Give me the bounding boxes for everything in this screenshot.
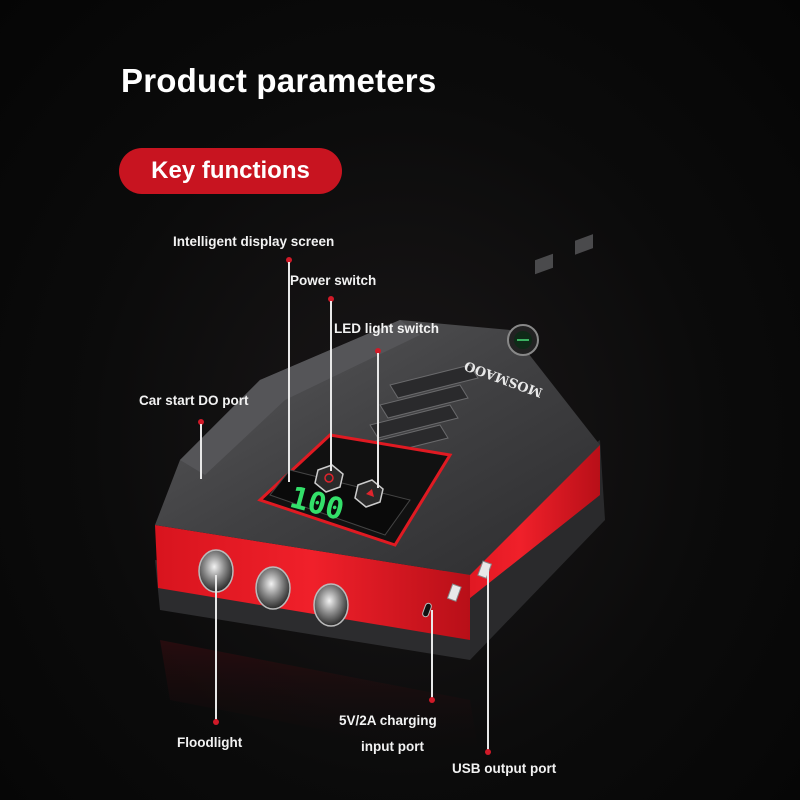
- callout-dot: [485, 749, 491, 755]
- callout-usb-output-port: USB output port: [452, 761, 557, 776]
- callout-line: [215, 575, 217, 720]
- callout-line: [377, 353, 379, 488]
- callout-dot: [328, 296, 334, 302]
- callout-line: [330, 301, 332, 471]
- callout-led-light-switch: LED light switch: [334, 321, 440, 336]
- callout-charging-input-line2: input port: [361, 739, 424, 754]
- callout-dot: [429, 697, 435, 703]
- key-functions-badge: Key functions: [119, 148, 342, 194]
- callout-line: [487, 570, 489, 750]
- callout-line: [431, 610, 433, 698]
- callout-dot: [286, 257, 292, 263]
- callout-power-switch: Power switch: [290, 273, 377, 288]
- callout-car-start-do-port: Car start DO port: [139, 393, 249, 408]
- callout-dot: [375, 348, 381, 354]
- floor-reflection: [160, 640, 480, 760]
- callout-floodlight: Floodlight: [177, 735, 243, 750]
- key-functions-label: Key functions: [151, 157, 310, 184]
- page-title: Product parameters: [121, 62, 437, 99]
- callout-line: [200, 424, 202, 479]
- callout-dot: [213, 719, 219, 725]
- callout-charging-input-line1: 5V/2A charging: [339, 713, 437, 728]
- callout-line: [288, 262, 290, 482]
- callout-dot: [198, 419, 204, 425]
- callout-intelligent-display-screen: Intelligent display screen: [173, 234, 335, 249]
